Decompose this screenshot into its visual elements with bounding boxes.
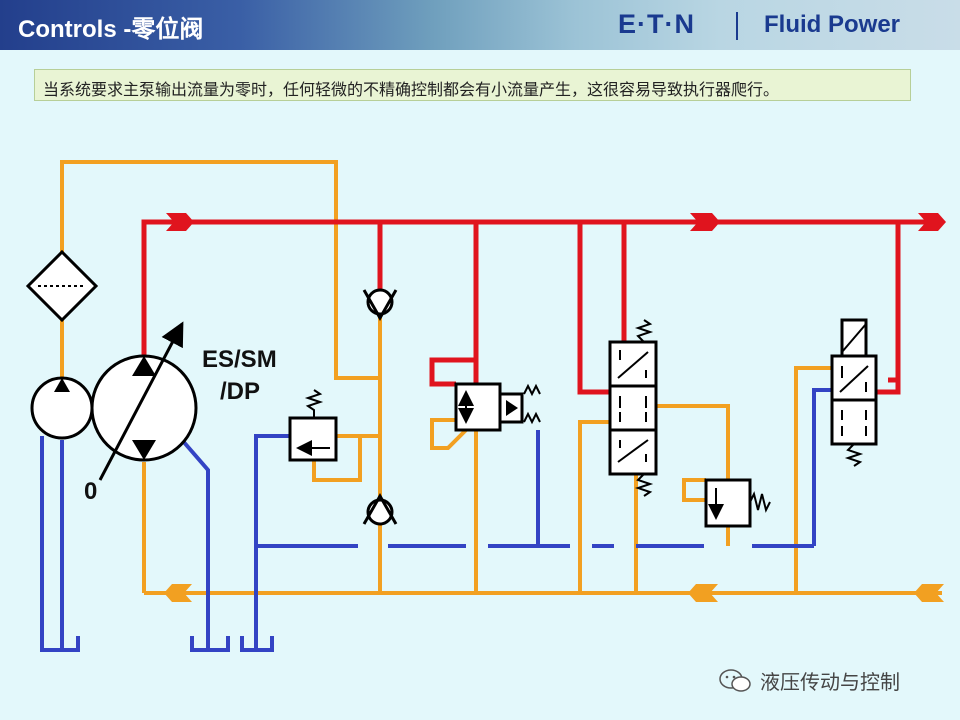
header-banner: Controls -零位阀 E·T·N Fluid Power xyxy=(0,0,960,50)
drain-lines xyxy=(40,388,832,650)
relief-valve-icon xyxy=(288,389,338,462)
wechat-icon xyxy=(719,669,751,692)
note-text: 当系统要求主泵输出流量为零时，任何轻微的不精确控制都会有小流量产生，这很容易导致… xyxy=(43,80,780,99)
solenoid-valve-icon xyxy=(830,318,878,467)
return-lines xyxy=(60,160,942,595)
pump-icon xyxy=(30,376,94,440)
brand-divider xyxy=(736,12,738,40)
filter-icon xyxy=(25,249,99,323)
tank-symbols xyxy=(40,636,274,652)
es-sm-label: ES/SM xyxy=(202,346,277,373)
zero-label: 0 xyxy=(84,478,98,505)
page-title: Controls -零位阀 xyxy=(18,16,204,43)
brand-logo: E·T·N xyxy=(618,9,695,39)
brand-subtitle: Fluid Power xyxy=(764,11,901,38)
note-box: 当系统要求主泵输出流量为零时，任何轻微的不精确控制都会有小流量产生，这很容易导致… xyxy=(34,69,911,101)
flow-arrows xyxy=(164,213,946,602)
check-valve-icon xyxy=(362,288,398,526)
variable-pump-icon xyxy=(90,321,198,481)
dp-valve-icon xyxy=(454,382,541,432)
bottom-relief-valve-icon xyxy=(704,478,771,528)
pressure-lines xyxy=(141,219,935,395)
dp-label: /DP xyxy=(220,378,261,405)
directional-valve-icon xyxy=(608,319,658,497)
watermark-text: 液压传动与控制 xyxy=(760,670,900,694)
